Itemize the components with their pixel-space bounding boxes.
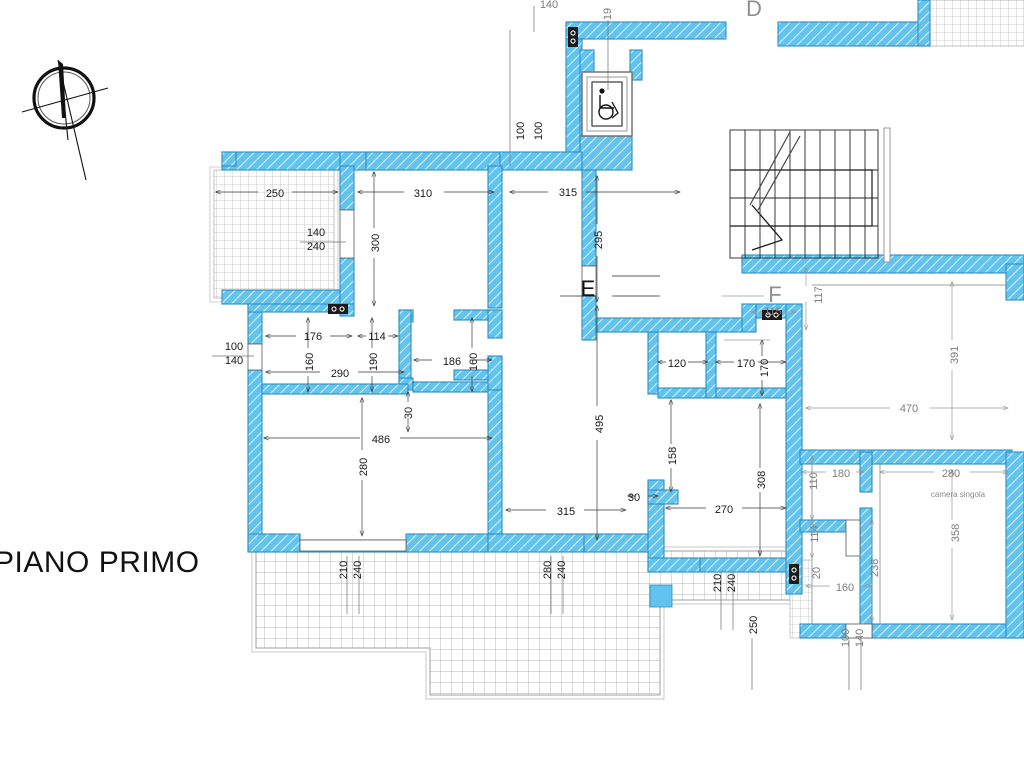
dim-h: 250	[266, 188, 284, 200]
dim-h: 310	[414, 188, 432, 200]
dim-h: 315	[557, 506, 575, 518]
staircase-icon	[729, 127, 891, 263]
dim-v: 170	[759, 359, 771, 377]
opening-dimension-text: 140 240 100 140 100 100 140 210 240 280 …	[225, 0, 866, 647]
dim-h: 186	[443, 356, 461, 368]
apartment-label-d: D	[746, 0, 762, 21]
dim-v: 358	[950, 524, 962, 542]
page-title: PIANO PRIMO	[0, 546, 200, 579]
wheelchair-accessible-elevator-icon	[581, 71, 633, 137]
opening-height: 240	[556, 561, 568, 579]
dim-h: 290	[331, 368, 349, 380]
door-swing-marker-icon	[789, 564, 799, 584]
dimension-lines-gray	[752, 268, 1008, 622]
door-swing-marker-icon	[568, 27, 578, 47]
opening-width: 280	[542, 561, 554, 579]
opening-height: 240	[307, 241, 325, 253]
dim-v: 280	[358, 458, 370, 476]
dim-v: 238	[869, 559, 881, 577]
dim-v: 114	[809, 525, 821, 543]
dim-v: 391	[949, 346, 961, 364]
dim-v: 295	[593, 231, 605, 249]
dim-v: 19	[602, 8, 614, 20]
opening-width: 100	[515, 122, 527, 140]
terrace-top-right	[929, 0, 1024, 47]
opening-width: 100	[225, 341, 243, 353]
dim-h: 315	[559, 187, 577, 199]
dim-h: 30	[628, 492, 640, 504]
dim-h: 160	[836, 582, 854, 594]
terrace-drain	[649, 584, 673, 608]
dim-h: 470	[900, 403, 918, 415]
opening-height: 240	[352, 561, 364, 579]
opening-width: 140	[540, 0, 558, 11]
dim-v: 160	[468, 353, 480, 371]
room-label-camera-singola: camera singola	[931, 490, 986, 499]
compass-north-arrow-icon	[21, 59, 109, 181]
apartment-label-f: F	[768, 282, 781, 307]
opening-width: 140	[307, 227, 325, 239]
dimension-text-horizontal: 250 310 315 176 114 186 290 486 315 120 …	[266, 187, 960, 594]
dim-v: 158	[667, 447, 679, 465]
opening-height: 240	[726, 574, 738, 592]
opening-height: 100	[533, 122, 545, 140]
dim-v: 30	[403, 407, 415, 419]
dim-h: 115	[764, 306, 782, 318]
dim-h: 176	[304, 331, 322, 343]
opening-height: 140	[225, 355, 243, 367]
dimension-text-vertical: 300 160 190 160 30 280 295 495 158 170 3…	[304, 8, 962, 634]
door-swing-marker-icon	[328, 304, 348, 314]
dim-v: 110	[808, 472, 820, 490]
opening-width: 210	[712, 574, 724, 592]
dimension-lines	[216, 172, 786, 556]
dim-h: 486	[372, 434, 390, 446]
dim-v: 20	[811, 567, 823, 579]
opening-height: 140	[854, 629, 866, 647]
dim-h: 170	[737, 358, 755, 370]
opening-width: 100	[840, 629, 852, 647]
dim-h: 120	[668, 358, 686, 370]
apartment-label-e: E	[581, 276, 596, 301]
dim-v: 117	[813, 286, 825, 304]
dim-h: 280	[942, 468, 960, 480]
dim-h: 180	[832, 468, 850, 480]
opening-leaders	[212, 6, 862, 690]
opening-width: 210	[338, 561, 350, 579]
openings	[247, 209, 873, 639]
dim-v: 190	[368, 353, 380, 371]
dim-h: 114	[368, 331, 386, 343]
dim-v: 308	[756, 471, 768, 489]
dim-v: 495	[594, 415, 606, 433]
dim-v: 160	[304, 353, 316, 371]
dim-h: 270	[715, 504, 733, 516]
dim-v: 300	[370, 234, 382, 252]
dim-v: 250	[748, 616, 760, 634]
